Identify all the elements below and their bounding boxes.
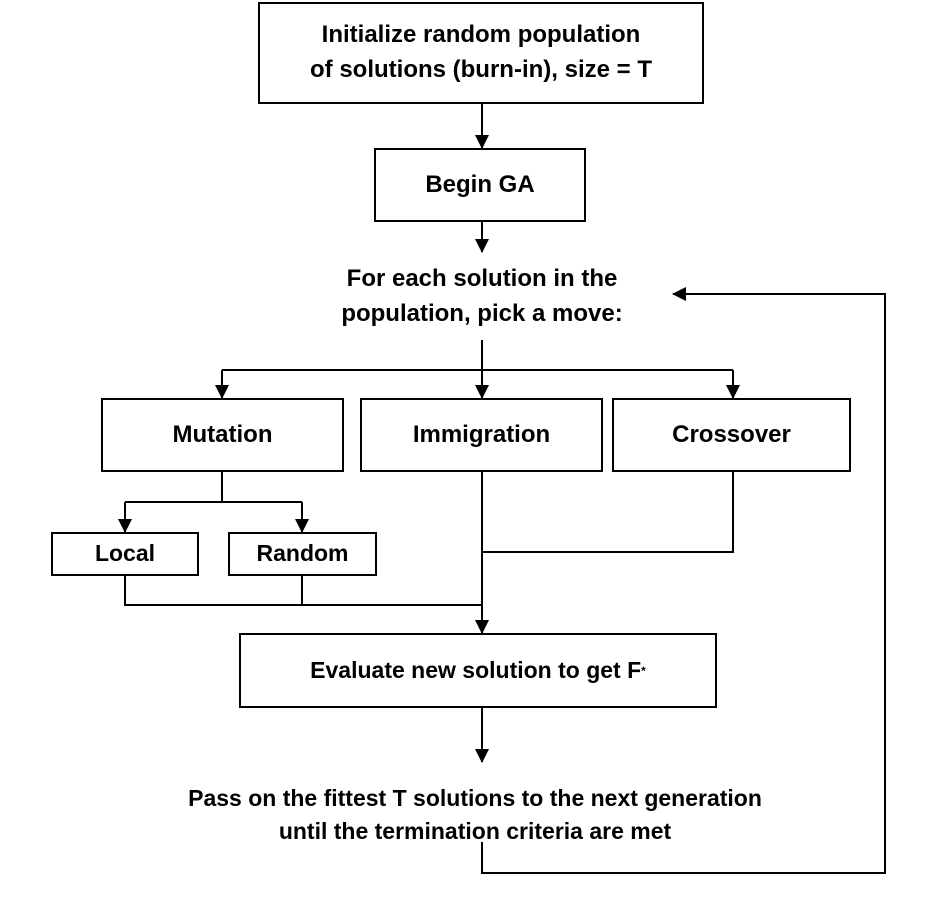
- local-box: Local: [51, 532, 199, 576]
- begin-ga-box: Begin GA: [374, 148, 586, 222]
- for-each-solution-label: For each solution in the population, pic…: [341, 265, 623, 327]
- crossover-box: Crossover: [612, 398, 851, 472]
- init-population-box: Initialize random population of solution…: [258, 2, 704, 104]
- immigration-box: Immigration: [360, 398, 603, 472]
- pass-on-label: Pass on the fittest T solutions to the n…: [188, 785, 762, 845]
- line-crossover-merge: [482, 472, 734, 553]
- mutation-box: Mutation: [101, 398, 344, 472]
- line-local-random-merge: [124, 576, 482, 606]
- evaluate-box: Evaluate new solution to get F*: [239, 633, 717, 708]
- arrow-loop-back: [481, 287, 886, 874]
- random-box: Random: [228, 532, 377, 576]
- evaluate-label: Evaluate new solution to get F: [310, 656, 642, 683]
